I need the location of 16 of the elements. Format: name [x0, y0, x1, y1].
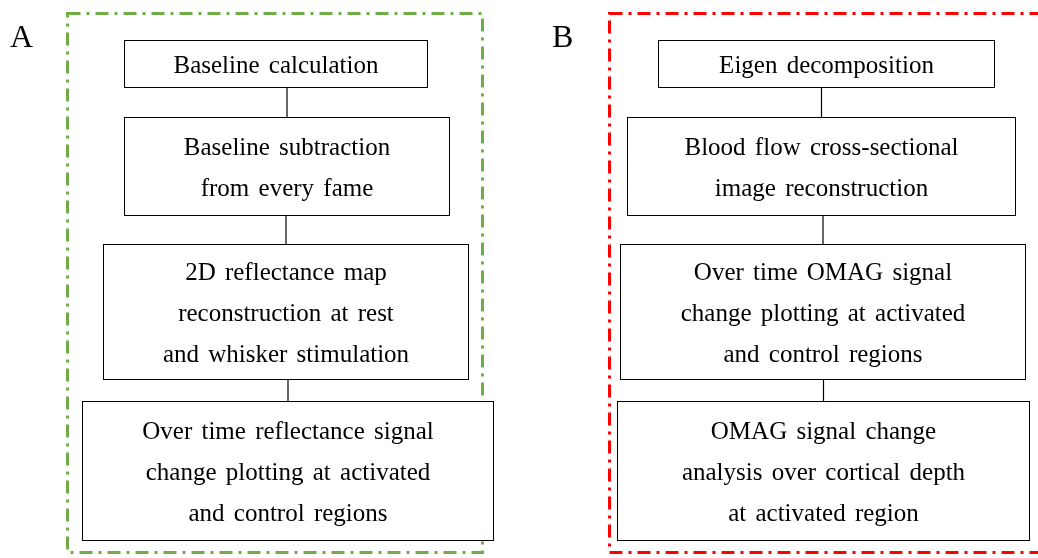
panel-letter: B	[552, 20, 574, 52]
connector-line	[285, 215, 287, 245]
process-box: Baseline subtraction from every fame	[124, 117, 450, 216]
process-box: Over time OMAG signal change plotting at activated and control regions	[620, 244, 1026, 380]
process-box: Eigen decomposition	[658, 40, 995, 88]
connector-line	[822, 379, 825, 402]
process-box: Blood flow cross-sectional image reconstruction	[627, 117, 1016, 216]
process-box: 2D reflectance map reconstruction at rest and whisker stimulation	[103, 244, 469, 380]
connector-line	[820, 87, 823, 118]
panel-letter: A	[10, 20, 34, 52]
connector-line	[286, 87, 288, 118]
connector-line	[287, 379, 289, 402]
process-box: Over time reflectance signal change plotting at activated and control regions	[82, 401, 494, 541]
process-box: OMAG signal change analysis over cortical depth at activated region	[617, 401, 1030, 541]
connector-line	[822, 215, 824, 245]
process-box: Baseline calculation	[124, 40, 428, 88]
